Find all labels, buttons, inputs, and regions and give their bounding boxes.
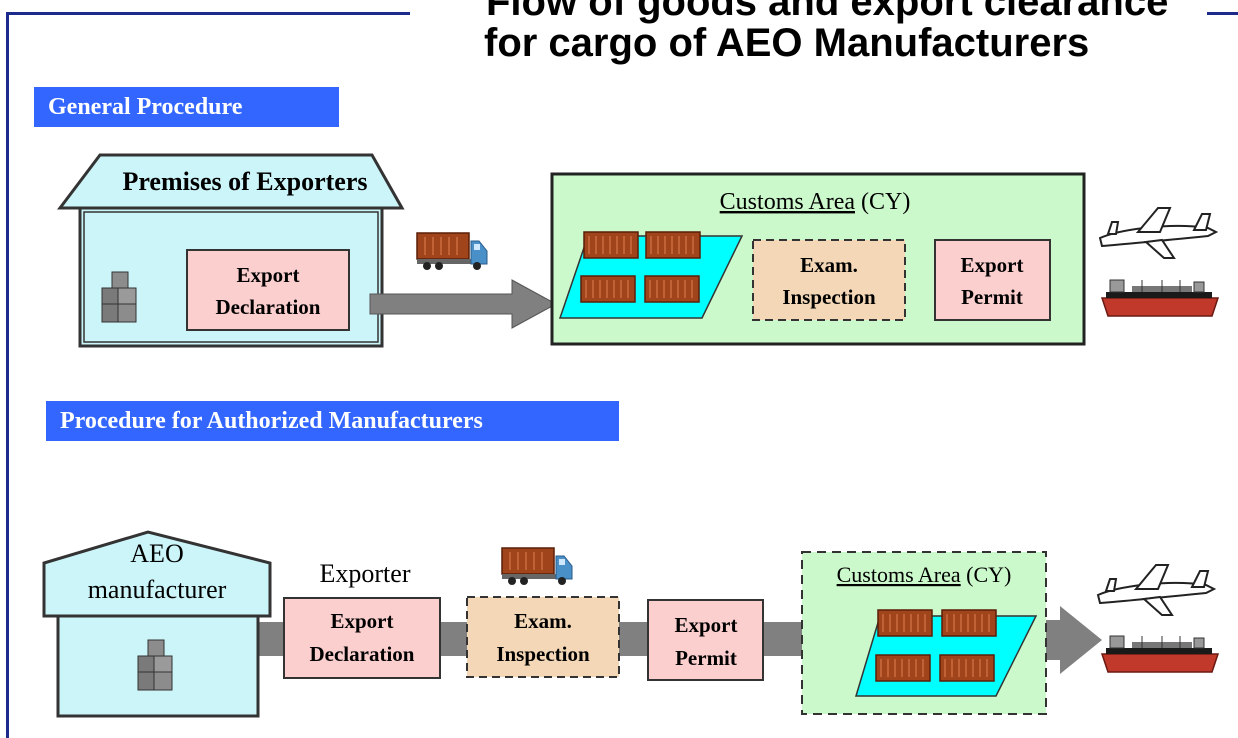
general-exam-label-1: Exam.	[800, 253, 858, 277]
authorized-export-declaration-box	[283, 597, 441, 679]
general-procedure-label: General Procedure	[34, 87, 339, 127]
authorized-flow-arrow	[1046, 606, 1102, 674]
general-exam-label-2: Inspection	[782, 285, 876, 309]
authorized-procedure-label: Procedure for Authorized Manufacturers	[46, 401, 619, 441]
airplane-icon	[1099, 207, 1217, 259]
aeo-label-2: manufacturer	[88, 575, 227, 604]
general-export-permit-label-2: Permit	[961, 285, 1023, 309]
ship-icon	[1101, 279, 1219, 317]
general-export-declaration-label-1: Export	[237, 263, 300, 287]
container-icon	[580, 275, 636, 303]
general-export-permit-box	[934, 239, 1051, 321]
authorized-customs-area-label: Customs Area (CY)	[837, 562, 1012, 587]
truck-icon	[416, 232, 488, 271]
premises-label: Premises of Exporters	[122, 167, 367, 196]
truck-icon	[501, 547, 573, 586]
page-title-line-1: Flow of goods and export clearance	[486, 0, 1169, 24]
airplane-icon	[1097, 564, 1215, 616]
authorized-export-permit-box	[647, 599, 764, 681]
frame-left-border	[6, 12, 9, 738]
container-icon	[583, 231, 639, 259]
container-icon	[939, 654, 995, 682]
frame-top-border-right	[1207, 12, 1238, 15]
container-icon	[645, 231, 701, 259]
authorized-export-permit-label-1: Export	[675, 613, 738, 637]
authorized-export-declaration-label-1: Export	[331, 609, 394, 633]
container-icon	[875, 654, 931, 682]
page-title-line-2: for cargo of AEO Manufacturers	[484, 21, 1090, 65]
general-customs-area-label: Customs Area (CY)	[720, 189, 911, 215]
frame-top-border	[6, 12, 410, 15]
general-export-declaration-box	[186, 249, 350, 331]
authorized-export-declaration-label-2: Declaration	[310, 642, 415, 666]
general-flow-arrow	[369, 279, 558, 329]
authorized-exam-label-1: Exam.	[514, 609, 572, 633]
aeo-label-1: AEO	[130, 539, 183, 568]
ship-icon	[1101, 635, 1219, 673]
authorized-exam-inspection-box	[466, 596, 620, 678]
general-export-declaration-label-2: Declaration	[216, 295, 321, 319]
container-icon	[877, 609, 933, 637]
container-icon	[941, 609, 997, 637]
aeo-manufacturer-building	[42, 530, 272, 718]
container-icon	[644, 275, 700, 303]
general-export-permit-label-1: Export	[961, 253, 1024, 277]
authorized-export-permit-label-2: Permit	[675, 646, 737, 670]
authorized-exam-label-2: Inspection	[496, 642, 590, 666]
exporter-label: Exporter	[320, 559, 411, 588]
general-exam-inspection-box	[752, 239, 906, 321]
